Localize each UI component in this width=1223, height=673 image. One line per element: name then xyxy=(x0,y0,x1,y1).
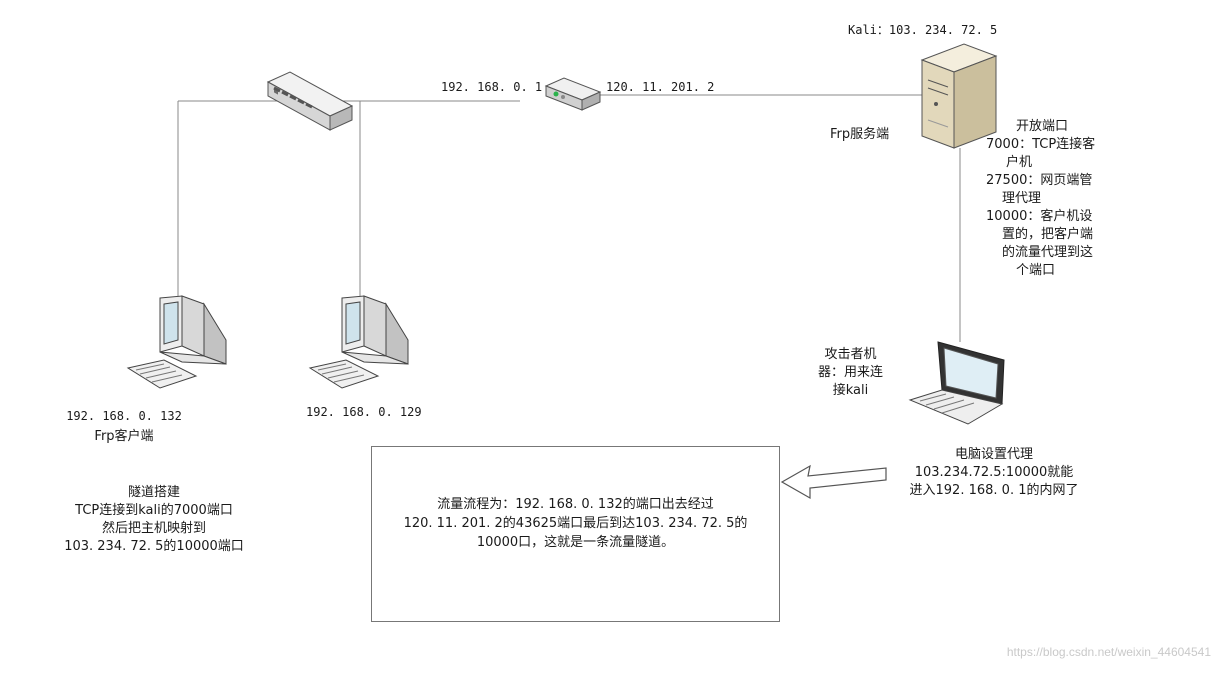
switch-icon xyxy=(266,71,354,131)
note-line: 隧道搭建 xyxy=(127,485,180,500)
note-line: 然后把主机映射到 xyxy=(101,521,206,536)
note-line: 户机 xyxy=(1006,155,1033,170)
watermark: https://blog.csdn.net/weixin_44604541 xyxy=(1006,645,1211,659)
note-line: 进入192. 168. 0. 1的内网了 xyxy=(909,483,1079,498)
client1-role: Frp客户端 xyxy=(94,429,154,444)
server-role: Frp服务端 xyxy=(830,127,890,142)
note-line: 7000：TCP连接客 xyxy=(986,137,1096,152)
tunnel-note: 隧道搭建 TCP连接到kali的7000端口 然后把主机映射到 103. 234… xyxy=(34,484,274,556)
server-icon xyxy=(920,43,998,149)
attacker-label: 攻击者机 器：用来连 接kali xyxy=(818,346,883,400)
note-line: TCP连接到kali的7000端口 xyxy=(75,503,233,518)
note-line: 电脑设置代理 xyxy=(954,447,1033,462)
note-line: 器：用来连 xyxy=(818,365,884,380)
note-line: 攻击者机 xyxy=(824,347,877,362)
router-wan-ip: 120. 11. 201. 2 xyxy=(606,80,715,94)
proxy-note: 电脑设置代理 103.234.72.5:10000就能 进入192. 168. … xyxy=(894,446,1094,500)
desktop-pc-icon xyxy=(126,295,227,389)
note-line: 个端口 xyxy=(1016,263,1056,278)
flow-description: 流量流程为：192. 168. 0. 132的端口出去经过 120. 11. 2… xyxy=(372,495,779,552)
server-title: Kali：103. 234. 72. 5 xyxy=(848,23,998,37)
note-line: 27500：网页端管 xyxy=(986,173,1093,188)
client2-ip: 192. 168. 0. 129 xyxy=(306,405,422,419)
router-lan-ip: 192. 168. 0. 1 xyxy=(441,80,543,94)
note-line: 120. 11. 201. 2的43625端口最后到达103. 234. 72.… xyxy=(403,516,748,531)
server-ports-note: 开放端口 7000：TCP连接客 户机 27500：网页端管 理代理 10000… xyxy=(986,118,1095,280)
note-line: 103.234.72.5:10000就能 xyxy=(914,465,1074,480)
laptop-icon xyxy=(908,341,1005,425)
left-arrow-icon xyxy=(780,464,887,500)
note-line: 10000口，这就是一条流量隧道。 xyxy=(476,535,675,550)
note-line: 10000：客户机设 xyxy=(986,209,1093,224)
note-line: 的流量代理到这 xyxy=(1002,245,1094,260)
flow-description-box: 流量流程为：192. 168. 0. 132的端口出去经过 120. 11. 2… xyxy=(371,446,780,622)
note-line: 置的，把客户端 xyxy=(1002,227,1094,242)
note-line: 理代理 xyxy=(1002,191,1042,206)
note-line: 流量流程为：192. 168. 0. 132的端口出去经过 xyxy=(437,497,714,512)
client1-ip: 192. 168. 0. 132 xyxy=(66,409,182,423)
note-line: 103. 234. 72. 5的10000端口 xyxy=(64,539,244,554)
note-line: 开放端口 xyxy=(1016,119,1069,134)
router-icon xyxy=(544,77,602,111)
note-line: 接kali xyxy=(832,383,869,398)
desktop-pc-icon xyxy=(308,295,409,389)
